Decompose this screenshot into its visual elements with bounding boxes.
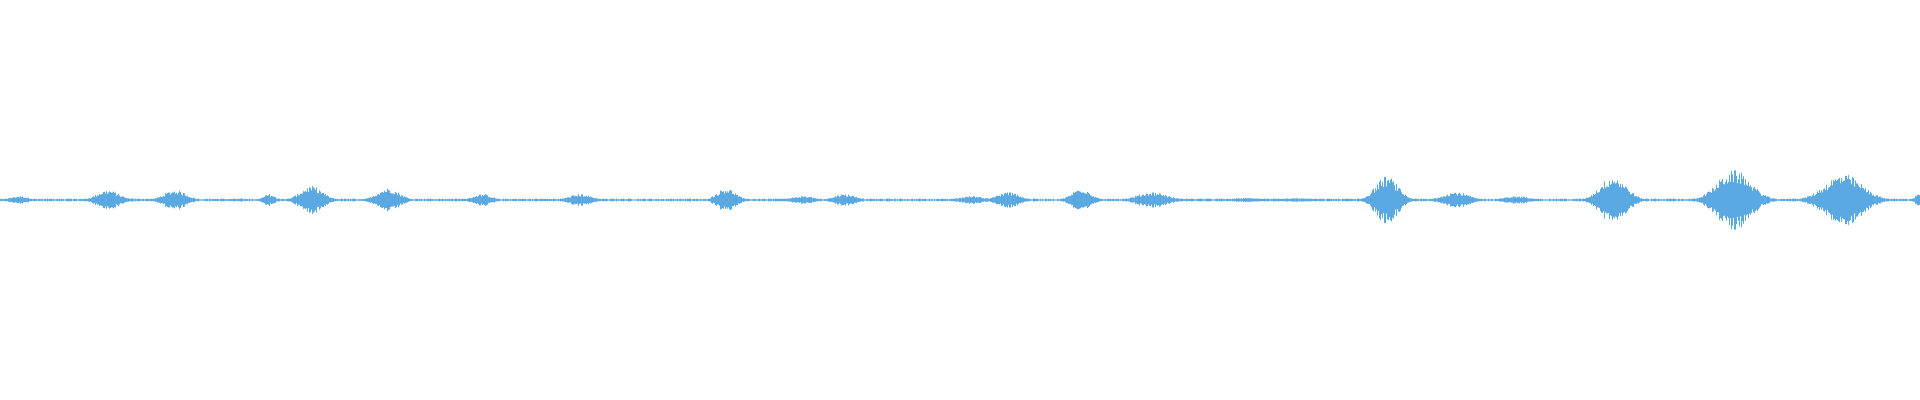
waveform-bars [0,170,1920,230]
waveform-path [0,170,1920,230]
